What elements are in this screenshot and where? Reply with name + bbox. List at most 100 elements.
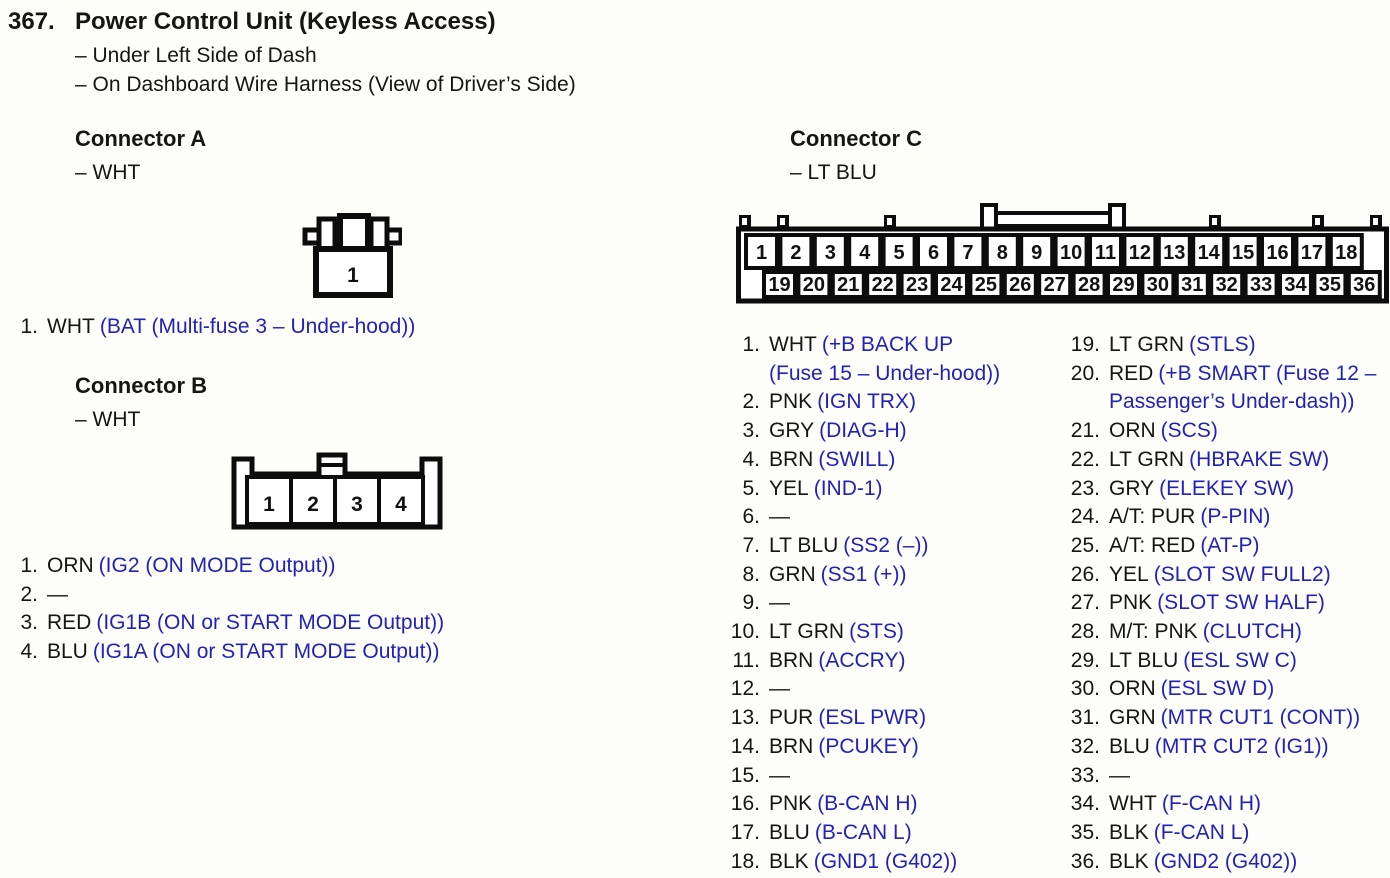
pin-row: 19.LT GRN(STLS) xyxy=(1062,331,1390,360)
pin-description: YEL(SLOT SW FULL2) xyxy=(1109,561,1390,590)
pin-number: 3. xyxy=(742,419,760,443)
signal-name: (+B BACK UP xyxy=(821,333,954,356)
pin-cavity-number: 14 xyxy=(1198,242,1221,264)
wire-color: BLU xyxy=(1109,734,1150,758)
pin-number: 6. xyxy=(742,505,760,529)
pin-row: 24.A/T: PUR(P-PIN) xyxy=(1062,503,1390,532)
connector-c-pin-list-left: 1.WHT(+B BACK UP(Fuse 15 – Under-hood))2… xyxy=(722,331,1057,876)
pin-cavity-number: 25 xyxy=(975,274,997,296)
pin-cavity xyxy=(1088,233,1123,270)
wire-color: LT GRN xyxy=(769,620,845,644)
pin-cavity-number: 1 xyxy=(263,493,275,516)
pin-row: 1.ORN(IG2 (ON MODE Output)) xyxy=(18,552,444,581)
connector-c-color-label: – LT BLU xyxy=(790,161,877,184)
pin-cavity xyxy=(778,233,814,270)
connector-c-heading: Connector C xyxy=(790,126,922,151)
wire-color: ORN xyxy=(47,554,94,577)
pin-description: PNK(B-CAN H) xyxy=(769,790,1057,819)
pin-description: ORN(ESL SW D) xyxy=(1109,675,1390,704)
pin-row: 6.— xyxy=(722,503,1057,532)
connector-a-diagram: 1 xyxy=(302,213,402,298)
pin-number: 34. xyxy=(1070,792,1100,816)
signal-name: (+B SMART (Fuse 12 – xyxy=(1158,361,1377,385)
pin-cavity-number: 13 xyxy=(1163,242,1185,264)
wire-color: BRN xyxy=(769,648,814,672)
pin-number: 17. xyxy=(730,820,760,844)
signal-name-wrap: Passenger’s Under-dash)) xyxy=(1109,390,1355,414)
pin-cavity-number: 29 xyxy=(1112,274,1134,296)
signal-name: (B-CAN H) xyxy=(817,792,918,816)
signal-name: (P-PIN) xyxy=(1200,505,1271,529)
pin-description: GRN(MTR CUT1 (CONT)) xyxy=(1109,704,1390,733)
wire-color: ORN xyxy=(1109,419,1156,443)
pin-number: 7. xyxy=(742,533,760,557)
wire-color: RED xyxy=(47,611,92,635)
pin-description: PNK(SLOT SW HALF) xyxy=(1109,589,1390,618)
pin-row: 3.RED(IG1B (ON or START MODE Output)) xyxy=(18,609,444,638)
pin-cavity xyxy=(1294,233,1330,270)
wire-color: — xyxy=(1109,763,1130,787)
wire-color: GRN xyxy=(769,562,816,586)
pin-cavity xyxy=(333,475,381,526)
pin-description: BLU(B-CAN L) xyxy=(769,819,1057,848)
pin-cavity xyxy=(1346,270,1382,299)
connector-a-pin-cell: 1 xyxy=(347,264,359,287)
wire-color: WHT xyxy=(47,315,95,338)
pin-number: 11. xyxy=(732,648,760,672)
wire-color: — xyxy=(769,591,790,615)
pin-row: 29.LT BLU(ESL SW C) xyxy=(1062,647,1390,676)
pin-description: — xyxy=(769,762,1057,791)
pin-cavity-number: 6 xyxy=(928,242,939,264)
wire-color: BLK xyxy=(1109,820,1149,844)
wire-color: PNK xyxy=(769,792,813,816)
signal-name: (IG1A (ON or START MODE Output)) xyxy=(92,640,440,664)
pin-cavity-number: 4 xyxy=(395,493,407,516)
pin-cavity xyxy=(1106,270,1141,299)
pin-description: — xyxy=(1109,762,1390,791)
pin-number: 1. xyxy=(20,315,38,338)
pin-row: 16.PNK(B-CAN H) xyxy=(722,790,1057,819)
wire-color: M/T: PNK xyxy=(1109,620,1198,644)
pin-description: YEL(IND-1) xyxy=(769,475,1057,504)
wire-color: PNK xyxy=(769,390,813,414)
pin-row: 28. M/T: PNK(CLUTCH) xyxy=(1062,618,1390,647)
pin-description: BLK(GND1 (G402)) xyxy=(769,848,1057,877)
pin-number: 12. xyxy=(730,677,760,701)
signal-name: (CLUTCH) xyxy=(1202,620,1302,644)
pin-number: 26. xyxy=(1070,562,1100,586)
wire-color: BLU xyxy=(47,640,88,664)
signal-name: (MTR CUT1 (CONT)) xyxy=(1160,706,1361,730)
wire-color: YEL xyxy=(1109,562,1149,586)
pin-number: 2. xyxy=(20,582,38,606)
wire-color: PUR xyxy=(769,706,814,730)
pin-row: 1.WHT(+B BACK UP(Fuse 15 – Under-hood)) xyxy=(722,331,1057,388)
wire-color: BRN xyxy=(769,447,814,471)
pin-row: 25.A/T: RED(AT-P) xyxy=(1062,532,1390,561)
wire-color: RED xyxy=(1109,361,1154,385)
pin-description: RED(IG1B (ON or START MODE Output)) xyxy=(47,609,444,638)
pin-number: 23. xyxy=(1070,476,1100,500)
pin-number: 31. xyxy=(1070,706,1100,730)
signal-name: (STLS) xyxy=(1189,333,1256,356)
pin-cavity-number: 7 xyxy=(962,242,973,264)
pin-description: WHT(+B BACK UP(Fuse 15 – Under-hood)) xyxy=(769,331,1057,388)
pin-number: 28. xyxy=(1070,620,1100,644)
pin-cavity-number: 22 xyxy=(872,274,894,296)
connector-a-pin-list: 1.WHT(BAT (Multi-fuse 3 – Under-hood)) xyxy=(18,313,415,342)
pin-cavity-number: 2 xyxy=(790,242,801,264)
pin-description: PUR(ESL PWR) xyxy=(769,704,1057,733)
pin-row: 33.— xyxy=(1062,762,1390,791)
wire-color: LT GRN xyxy=(1109,447,1185,471)
signal-name: (F-CAN L) xyxy=(1153,820,1250,844)
connector-b-heading: Connector B xyxy=(75,373,207,398)
pin-description: — xyxy=(769,589,1057,618)
pin-cavity xyxy=(1225,233,1261,270)
pin-cavity-number: 5 xyxy=(894,242,905,264)
pin-cavity xyxy=(1191,233,1227,270)
pin-row: 8.GRN(SS1 (+)) xyxy=(722,561,1057,590)
pin-cavity-number: 3 xyxy=(825,242,836,264)
pin-cavity xyxy=(1140,270,1176,299)
